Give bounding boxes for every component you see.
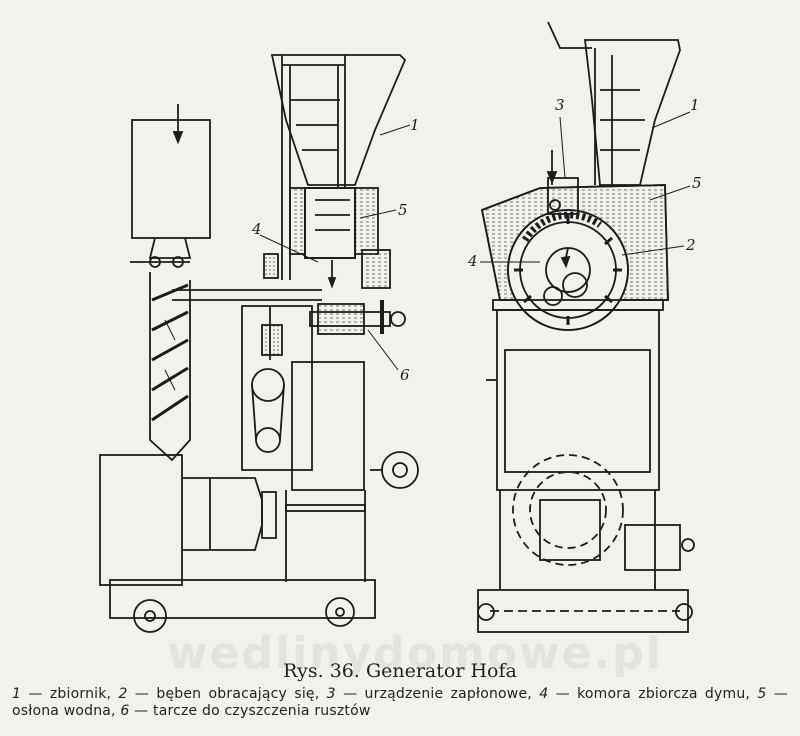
- side-view-left: [99, 54, 419, 633]
- ash-chamber-left: [291, 361, 365, 491]
- label-right-4: 4: [467, 252, 478, 270]
- cart-base-left: [109, 579, 376, 619]
- label-left-6: 6: [400, 366, 410, 384]
- legend-item: 2 — bęben obracający się,: [118, 686, 320, 702]
- legend-item: 3 — urządzenie zapłonowe,: [326, 686, 532, 702]
- label-right-1: 1: [690, 96, 700, 114]
- label-right-3: 3: [555, 96, 565, 114]
- generator-body-right: [496, 309, 660, 491]
- legend-item: 5 — osłona wodna,: [12, 686, 788, 719]
- handwheel-left: [381, 451, 419, 489]
- label-right-5: 5: [692, 174, 702, 192]
- wheel-left-1: [133, 599, 167, 633]
- watermark: wedlinydomowe.pl: [167, 628, 663, 679]
- figure-title: Rys. 36. Generator Hofa: [283, 660, 517, 682]
- fuel-hopper-right: [583, 39, 681, 186]
- motor-right: [624, 524, 681, 571]
- legend-item: 4 — komora zbiorcza dymu,: [539, 686, 751, 702]
- legend-item: 6 — tarcze do czyszczenia rusztów: [120, 703, 371, 719]
- inlet-cylinder: [131, 119, 211, 239]
- mechanism-box: [241, 305, 313, 471]
- label-left-1: 1: [410, 116, 420, 134]
- smoke-pipe: [149, 272, 191, 462]
- grate-discs: [317, 303, 365, 335]
- figure-legend: 1 — zbiornik, 2 — bęben obracający się, …: [12, 686, 788, 720]
- label-left-4: 4: [251, 220, 262, 238]
- label-right-2: 2: [685, 236, 696, 254]
- wheel-left-2: [325, 597, 355, 627]
- blower-housing: [99, 454, 183, 586]
- hof-generator-figure: 1 5 4 6 3 1 5 2 4: [99, 21, 702, 633]
- label-left-5: 5: [398, 201, 408, 219]
- rotating-drum: [507, 209, 629, 331]
- front-view-right: [477, 21, 695, 633]
- ignition-device: [547, 177, 579, 215]
- legend-item: 1 — zbiornik,: [12, 686, 112, 702]
